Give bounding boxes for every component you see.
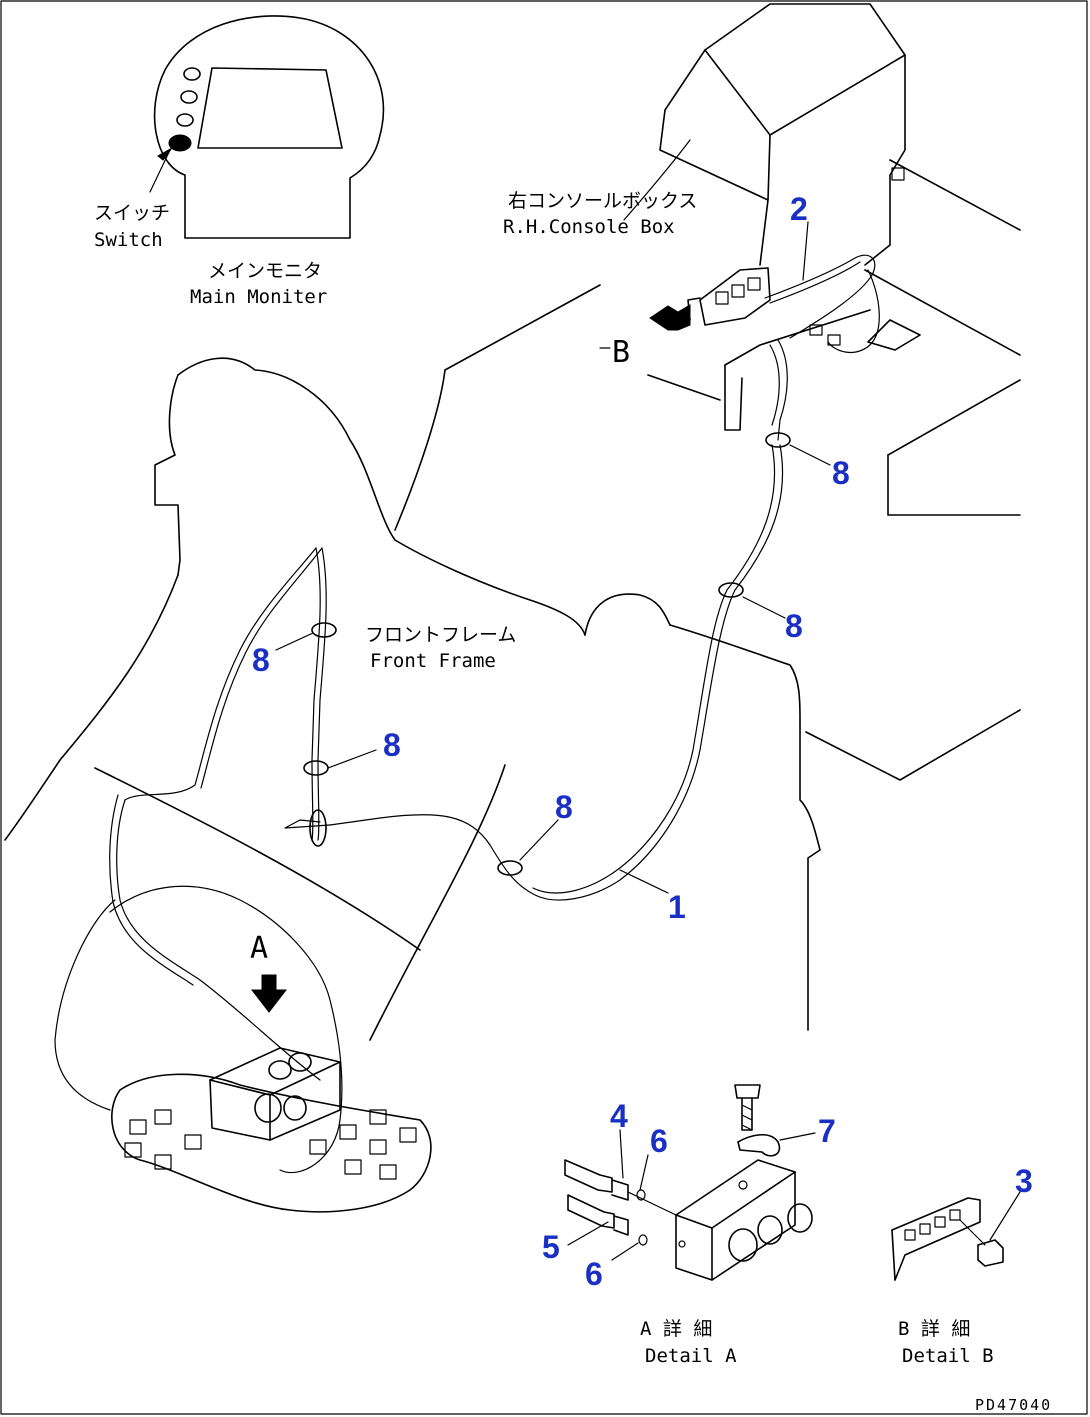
- callout-7: 7: [818, 1113, 836, 1149]
- valve-assembly: [111, 1047, 432, 1213]
- front-frame-label-jp: フロントフレーム: [365, 624, 516, 646]
- main-monitor-label-en: Main Moniter: [190, 286, 327, 308]
- drawing-code: PD47040: [975, 1396, 1052, 1414]
- callout-6a: 6: [650, 1123, 668, 1159]
- callout-8e: 8: [555, 789, 573, 825]
- detail-b-drawing: [891, 1197, 1004, 1281]
- console-box: [647, 3, 1021, 516]
- main-monitor-label-jp: メインモニタ: [208, 260, 322, 282]
- callout-2: 2: [790, 191, 808, 227]
- callout-8b: 8: [785, 608, 803, 644]
- switch-label-jp: スイッチ: [94, 202, 170, 224]
- console-label-jp: 右コンソールボックス: [508, 190, 697, 212]
- view-a-arrow-icon: [250, 974, 288, 1013]
- front-frame: [4, 284, 1021, 1041]
- switch-icon: [168, 134, 192, 152]
- callout-8d: 8: [383, 727, 401, 763]
- detail-a-label-jp: A 詳 細: [640, 1318, 712, 1340]
- front-frame-label-en: Front Frame: [370, 650, 496, 672]
- view-b-label: B: [612, 335, 630, 370]
- console-label-en: R.H.Console Box: [503, 216, 675, 238]
- detail-b-label-en: Detail B: [902, 1345, 994, 1367]
- view-a-label: A: [250, 931, 268, 966]
- callout-3: 3: [1015, 1163, 1033, 1199]
- switch-label-en: Switch: [94, 229, 163, 251]
- callout-8c: 8: [252, 642, 270, 678]
- detail-b-label-jp: B 詳 細: [898, 1318, 970, 1340]
- callout-4: 4: [610, 1098, 628, 1134]
- detail-a-label-en: Detail A: [645, 1345, 737, 1367]
- callout-8a: 8: [832, 455, 850, 491]
- wiring-harness: [54, 432, 791, 1174]
- callout-1: 1: [668, 889, 686, 925]
- callout-5: 5: [542, 1229, 560, 1265]
- main-monitor: [149, 15, 385, 239]
- leader-lines: [275, 221, 1021, 1261]
- callout-6b: 6: [585, 1256, 603, 1292]
- detail-a-drawing: [564, 1084, 813, 1281]
